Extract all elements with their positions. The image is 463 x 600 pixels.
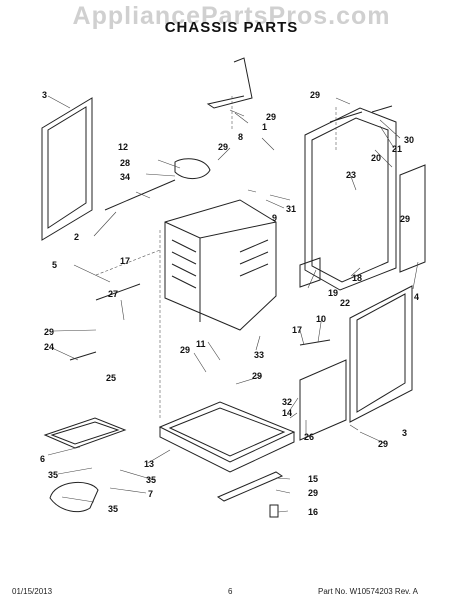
- callout-29-f: 29: [180, 345, 190, 355]
- assembly-lines: [95, 96, 337, 420]
- wire-harness: [104, 158, 211, 211]
- callout-29-b: 29: [218, 142, 228, 152]
- callout-18: 18: [352, 273, 362, 283]
- callout-7: 7: [148, 489, 153, 499]
- callout-21: 21: [392, 144, 402, 154]
- side-panel: [399, 164, 426, 273]
- drawer-front: [299, 359, 347, 441]
- callout-26: 26: [304, 432, 314, 442]
- callout-3-left-door: 3: [42, 90, 47, 100]
- callout-20: 20: [371, 153, 381, 163]
- callout-16: 16: [308, 507, 318, 517]
- callout-15: 15: [308, 474, 318, 484]
- callout-17-right: 17: [292, 325, 302, 335]
- callout-22: 22: [340, 298, 350, 308]
- leader-lines: [47, 95, 419, 513]
- callout-11: 11: [196, 339, 206, 349]
- watermark: AppliancePartsPros.com: [72, 2, 391, 30]
- callout-32: 32: [282, 397, 292, 407]
- callout-6: 6: [40, 454, 45, 464]
- callout-29-g: 29: [252, 371, 262, 381]
- drawer-slide: [216, 471, 284, 502]
- callout-2: 2: [74, 232, 79, 242]
- callout-23: 23: [346, 170, 356, 180]
- callout-14: 14: [282, 408, 292, 418]
- bracket-parts: [69, 105, 393, 361]
- callout-27: 27: [108, 289, 118, 299]
- callout-24: 24: [44, 342, 54, 352]
- callout-28: 28: [120, 158, 130, 168]
- diagram-title: CHASSIS PARTS: [164, 19, 299, 36]
- callout-35-b: 35: [146, 475, 156, 485]
- callout-35-c: 35: [108, 504, 118, 514]
- callout-3-right-door: 3: [402, 428, 407, 438]
- footer-date: 01/15/2013: [12, 587, 53, 596]
- bake-element: [43, 417, 127, 449]
- callout-33: 33: [254, 350, 264, 360]
- oven-door-left: [41, 97, 93, 241]
- callout-30: 30: [404, 135, 414, 145]
- callout-29-c: 29: [310, 90, 320, 100]
- callout-29-i: 29: [308, 488, 318, 498]
- oven-door-right: [349, 285, 413, 423]
- callout-5: 5: [52, 260, 57, 270]
- callout-17-left: 17: [120, 256, 130, 266]
- callout-29-h: 29: [378, 439, 388, 449]
- rear-panel: [304, 107, 397, 291]
- callout-34: 34: [120, 172, 130, 182]
- callout-9: 9: [272, 213, 277, 223]
- callout-8: 8: [238, 132, 243, 142]
- drawer-tray: [158, 401, 296, 473]
- oven-cavity: [164, 199, 277, 331]
- anti-tip-bracket: [206, 57, 253, 109]
- footer-page: 6: [228, 587, 233, 596]
- leveling-leg: [269, 504, 279, 518]
- callout-35-a: 35: [48, 470, 58, 480]
- callout-31: 31: [286, 204, 296, 214]
- callout-12: 12: [118, 142, 128, 152]
- part-callouts: 1 2 3 3 4 5 7 8 9 10 11 12 13 14 15 16 1…: [40, 90, 419, 517]
- callout-4: 4: [414, 292, 419, 302]
- callout-19: 19: [328, 288, 338, 298]
- callout-10: 10: [316, 314, 326, 324]
- footer-part-no: Part No. W10574203 Rev. A: [318, 587, 418, 596]
- callout-1: 1: [262, 122, 267, 132]
- callout-25: 25: [106, 373, 116, 383]
- broil-element: [49, 481, 99, 513]
- callout-29-e: 29: [44, 327, 54, 337]
- callout-13: 13: [144, 459, 154, 469]
- callout-29-a: 29: [266, 112, 276, 122]
- callout-29-d: 29: [400, 214, 410, 224]
